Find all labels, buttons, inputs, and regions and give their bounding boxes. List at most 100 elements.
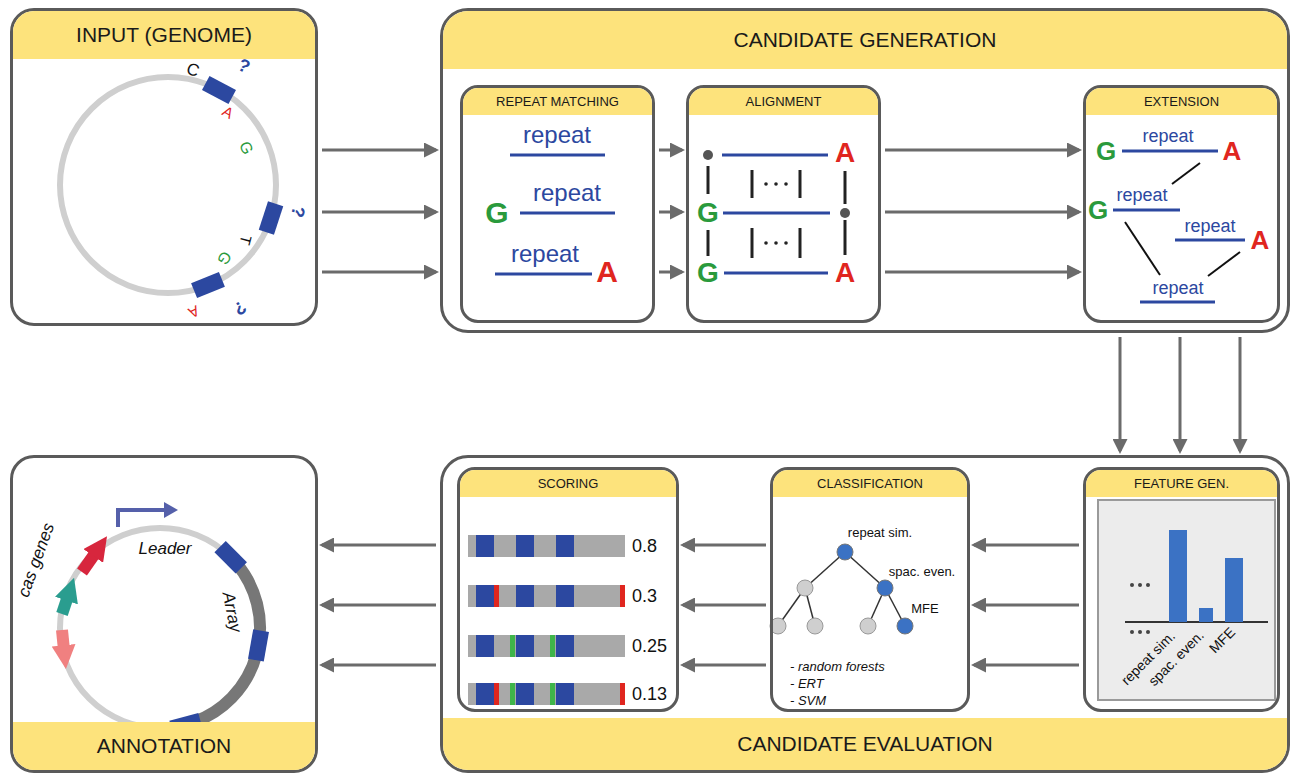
- decision-tree: [837, 544, 853, 560]
- feature-bar-chart: [1125, 621, 1268, 623]
- annotated-genome: [82, 552, 96, 572]
- score-array: [476, 683, 494, 705]
- step-box: EXTENSION: [1083, 85, 1280, 323]
- genome-circle: [191, 272, 225, 298]
- step-box: FEATURE GEN.: [1083, 467, 1280, 712]
- score-value: 0.25: [632, 637, 667, 655]
- alignment-line: [774, 182, 778, 186]
- base-letter: A: [186, 303, 201, 321]
- generation-panel: CANDIDATE GENERATIONREPEAT MATCHINGALIGN…: [440, 8, 1290, 333]
- annotated-genome: [214, 541, 247, 574]
- flow-arrow: [322, 211, 436, 214]
- base-letter: A: [1223, 138, 1242, 164]
- flow-arrow: [1179, 337, 1182, 451]
- extension-line: [1113, 209, 1180, 212]
- score-array: [620, 683, 625, 705]
- score-array: [494, 683, 499, 705]
- annotated-genome: [248, 629, 269, 661]
- panel-heading: INPUT (GENOME): [13, 11, 315, 59]
- feature-bar-chart: [1098, 500, 1275, 700]
- score-array: [556, 585, 574, 607]
- decision-tree: [797, 580, 813, 596]
- repeat-line: [495, 155, 615, 274]
- genome-circle: [202, 76, 236, 104]
- feature-bar-chart: [1130, 630, 1134, 634]
- feature-label: repeat sim.: [848, 526, 912, 539]
- score-array: [556, 683, 574, 705]
- evaluation-panel: CANDIDATE EVALUATIONFEATURE GEN.CLASSIFI…: [440, 455, 1290, 773]
- score-array: [468, 635, 625, 657]
- feature-bar-chart: [1138, 630, 1142, 634]
- score-array: [476, 535, 494, 557]
- alignment-line: [844, 220, 847, 255]
- annotated-genome: [60, 502, 269, 736]
- panel-heading: ALIGNMENT: [689, 88, 878, 115]
- repeat-line: [495, 273, 592, 276]
- alignment-line: [707, 166, 710, 194]
- flow-arrow: [683, 604, 766, 607]
- base-letter: C: [184, 60, 201, 80]
- flow-arrow: [659, 211, 682, 214]
- alignment-line: [799, 170, 802, 198]
- base-letter: G: [697, 259, 719, 287]
- feature-bar-chart: [1130, 583, 1134, 587]
- base-letter: G: [1088, 197, 1108, 223]
- alignment-line: [784, 182, 788, 186]
- alignment-line: [703, 150, 713, 160]
- repeat-label: repeat: [533, 181, 601, 205]
- alignment-line: [840, 208, 850, 218]
- feature-bar-chart: [1146, 583, 1150, 587]
- score-array: [516, 635, 534, 657]
- feature-bar-chart: [1199, 608, 1213, 622]
- score-array: [510, 683, 515, 705]
- flow-arrow: [1239, 337, 1242, 451]
- alignment-line: [774, 241, 778, 245]
- step-box: SCORING: [457, 467, 679, 712]
- flow-arrow: [974, 604, 1079, 607]
- score-array: [510, 635, 515, 657]
- alignment-line: [751, 170, 754, 198]
- repeat-label: repeat: [1116, 186, 1167, 204]
- panel-heading: ANNOTATION: [13, 722, 315, 770]
- extension-line: [1125, 163, 1240, 276]
- alignment-line: [764, 241, 768, 245]
- score-array: [468, 683, 625, 705]
- score-array: [476, 585, 494, 607]
- extension-line: [1208, 252, 1240, 276]
- repeat-label: repeat: [523, 123, 591, 147]
- alignment-line: [722, 154, 828, 157]
- step-box: REPEAT MATCHING: [460, 85, 655, 323]
- base-letter: G: [214, 248, 234, 267]
- annotated-genome: [118, 510, 166, 527]
- decision-tree: [877, 580, 893, 596]
- base-letter: T: [238, 234, 255, 247]
- decision-tree: [778, 552, 905, 626]
- decision-tree: [807, 618, 823, 634]
- score-array: [556, 535, 574, 557]
- panel-heading: FEATURE GEN.: [1086, 470, 1277, 497]
- panel-heading: CLASSIFICATION: [773, 470, 967, 497]
- feature-bar-chart: [1130, 583, 1150, 634]
- base-letter: A: [1251, 227, 1270, 253]
- extension-line: [1125, 222, 1160, 275]
- score-array: [620, 585, 625, 607]
- base-letter: A: [835, 259, 855, 287]
- annotated-genome: [194, 564, 260, 722]
- flow-arrow: [885, 271, 1079, 274]
- score-array: [476, 635, 494, 657]
- flow-arrow: [322, 149, 436, 152]
- flow-arrow: [322, 271, 436, 274]
- score-array: [494, 585, 499, 607]
- score-array: [556, 635, 574, 657]
- extension-line: [1175, 239, 1245, 242]
- score-array: [516, 535, 534, 557]
- base-letter: ?: [288, 205, 308, 219]
- score-array: [468, 585, 625, 607]
- alignment-line: [707, 230, 710, 256]
- flow-arrow: [683, 544, 766, 547]
- extension-line: [1122, 150, 1218, 153]
- score-array: [468, 535, 625, 705]
- extension-line: [1172, 163, 1200, 184]
- base-letter: A: [220, 103, 236, 121]
